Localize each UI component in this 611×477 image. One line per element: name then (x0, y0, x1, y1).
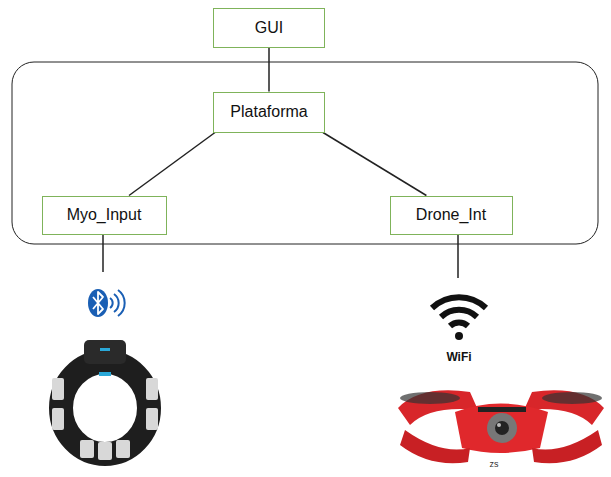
process-box: Myo_Input (42, 196, 167, 235)
myo-armband (52, 340, 158, 460)
process-box: Drone_Int (390, 196, 513, 235)
drone-mark: zs (490, 459, 499, 469)
connector-line (129, 133, 215, 196)
process-box: GUI (213, 8, 325, 48)
box-label: Myo_Input (67, 206, 142, 224)
bluetooth-wire (102, 235, 104, 272)
wifi-wire (457, 235, 459, 278)
box-label: Plataforma (230, 103, 307, 121)
platform-boundary (12, 62, 598, 244)
process-box: Plataforma (213, 92, 325, 133)
connector-line (268, 48, 270, 92)
wifi-label: WiFi (446, 350, 471, 364)
box-label: Drone_Int (416, 206, 486, 224)
wifi-icon (432, 297, 486, 340)
bluetooth-icon (88, 289, 125, 317)
box-label: GUI (255, 19, 283, 37)
drone-picture (398, 390, 604, 463)
connector-line (323, 133, 426, 196)
